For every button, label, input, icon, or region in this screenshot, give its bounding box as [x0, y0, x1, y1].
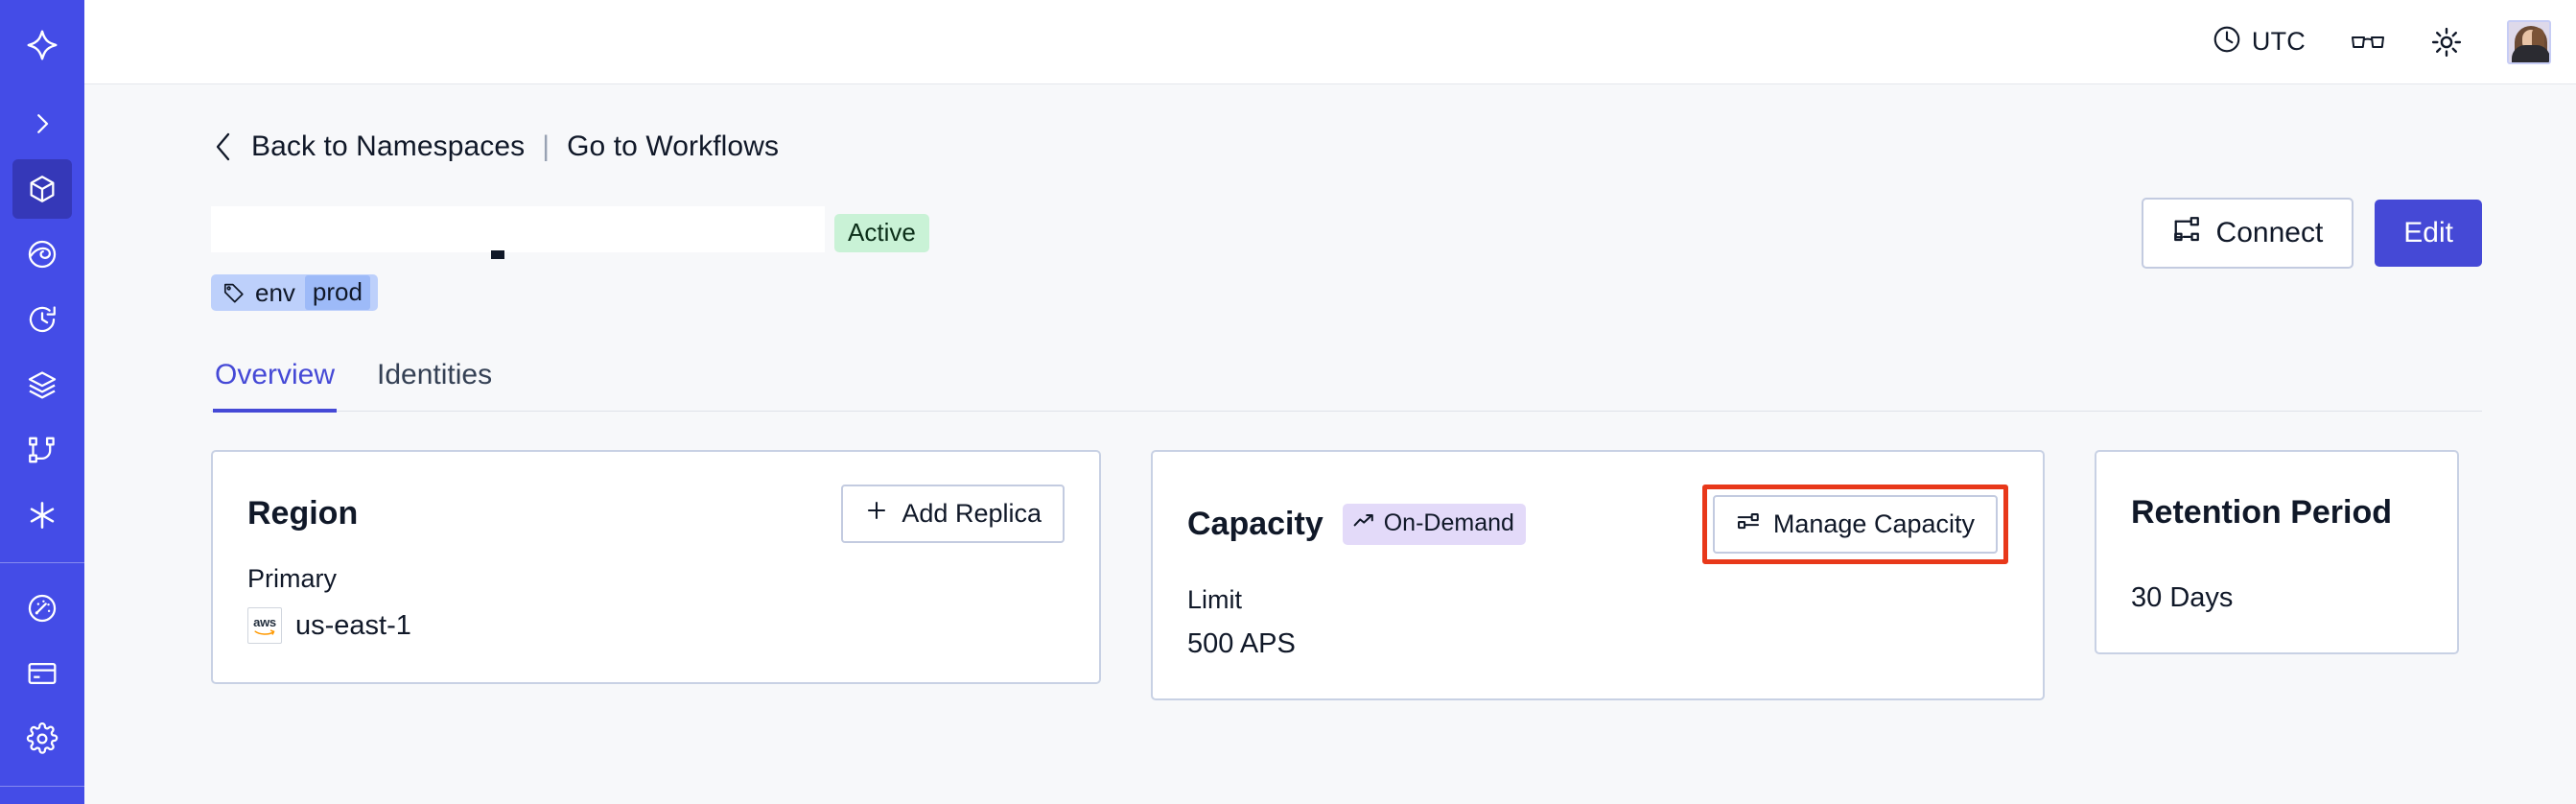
edit-button[interactable]: Edit	[2375, 200, 2482, 267]
temporal-logo-icon[interactable]	[12, 15, 72, 75]
sidebar-item-nexus[interactable]	[12, 485, 72, 545]
sidebar-item-layers[interactable]	[12, 355, 72, 414]
add-replica-button[interactable]: Add Replica	[841, 485, 1065, 543]
breadcrumb-divider: |	[542, 130, 550, 162]
card-region-value-row: aws us-east-1	[247, 607, 1065, 644]
sidebar-item-observability[interactable]	[12, 225, 72, 284]
card-retention-value: 30 Days	[2131, 582, 2234, 613]
sun-icon[interactable]	[2430, 26, 2463, 59]
namespace-header: Active Co	[211, 198, 2482, 269]
sidebar-item-history[interactable]	[12, 290, 72, 349]
card-retention-header: Retention Period	[2131, 485, 2423, 540]
glasses-icon[interactable]	[2350, 30, 2386, 55]
avatar[interactable]	[2507, 19, 2551, 64]
card-region-title: Region	[247, 495, 359, 532]
sidebar-item-workflows[interactable]	[12, 420, 72, 480]
timezone-label: UTC	[2251, 27, 2306, 56]
overview-cards: Region Add Replica Primary	[211, 450, 2482, 700]
sidebar-item-usage[interactable]	[12, 579, 72, 638]
breadcrumb: Back to Namespaces | Go to Workflows	[211, 130, 2482, 163]
trending-up-icon	[1352, 509, 1375, 537]
card-region-value: us-east-1	[295, 609, 411, 641]
page-title	[211, 206, 825, 260]
tag-value: prod	[304, 275, 370, 310]
title-redaction-overlay	[211, 206, 825, 252]
card-region-header: Region Add Replica	[247, 485, 1065, 543]
left-sidebar	[0, 0, 84, 804]
sidebar-expand-button[interactable]	[12, 94, 72, 154]
card-retention-period: Retention Period 30 Days	[2095, 450, 2459, 654]
tab-bar: Overview Identities	[211, 355, 2482, 413]
aws-logo: aws	[247, 607, 282, 644]
card-region: Region Add Replica Primary	[211, 450, 1101, 684]
card-capacity: Capacity On-Demand	[1151, 450, 2045, 700]
plus-icon	[864, 498, 889, 530]
card-retention-title: Retention Period	[2131, 493, 2393, 531]
card-capacity-title: Capacity	[1187, 506, 1323, 542]
sidebar-divider-bottom	[0, 786, 84, 787]
breadcrumb-back-link[interactable]: Back to Namespaces	[251, 130, 526, 162]
edit-button-label: Edit	[2403, 217, 2453, 248]
header-actions: Connect Edit	[2141, 198, 2482, 269]
status-badge: Active	[834, 214, 929, 252]
content-area: Back to Namespaces | Go to Workflows Act…	[84, 84, 2576, 804]
breadcrumb-workflows-link[interactable]: Go to Workflows	[567, 130, 780, 162]
connect-button[interactable]: Connect	[2141, 198, 2354, 269]
top-bar: UTC	[84, 0, 2576, 84]
manage-capacity-annotation: Manage Capacity	[1701, 485, 2008, 564]
clock-icon	[2212, 24, 2242, 59]
tab-overview[interactable]: Overview	[213, 355, 338, 413]
chevron-left-icon[interactable]	[211, 130, 236, 163]
sidebar-item-billing[interactable]	[12, 644, 72, 703]
namespace-tags: env prod	[211, 274, 2482, 311]
manage-capacity-label: Manage Capacity	[1772, 509, 1975, 538]
tab-identities[interactable]: Identities	[377, 359, 493, 390]
main-column: UTC	[84, 0, 2576, 804]
timezone-selector[interactable]: UTC	[2212, 24, 2306, 59]
connect-icon	[2172, 215, 2201, 251]
card-capacity-value: 500 APS	[1187, 628, 1296, 659]
tag-key: env	[255, 278, 295, 307]
sidebar-item-settings[interactable]	[12, 709, 72, 769]
tag-chip-env[interactable]: env prod	[211, 274, 378, 311]
sidebar-divider-top	[0, 562, 84, 563]
card-capacity-header: Capacity On-Demand	[1187, 485, 2008, 564]
capacity-mode-badge: On-Demand	[1342, 504, 1526, 545]
add-replica-label: Add Replica	[902, 499, 1042, 528]
sliders-icon	[1736, 508, 1761, 540]
capacity-mode-label: On-Demand	[1383, 509, 1514, 536]
tag-icon	[222, 281, 246, 304]
manage-capacity-button[interactable]: Manage Capacity	[1712, 495, 1998, 554]
sidebar-item-namespaces[interactable]	[12, 159, 72, 219]
card-region-label: Primary	[247, 564, 337, 593]
connect-button-label: Connect	[2215, 217, 2324, 248]
card-capacity-label: Limit	[1187, 585, 1243, 614]
title-descender-fragment	[491, 250, 504, 259]
